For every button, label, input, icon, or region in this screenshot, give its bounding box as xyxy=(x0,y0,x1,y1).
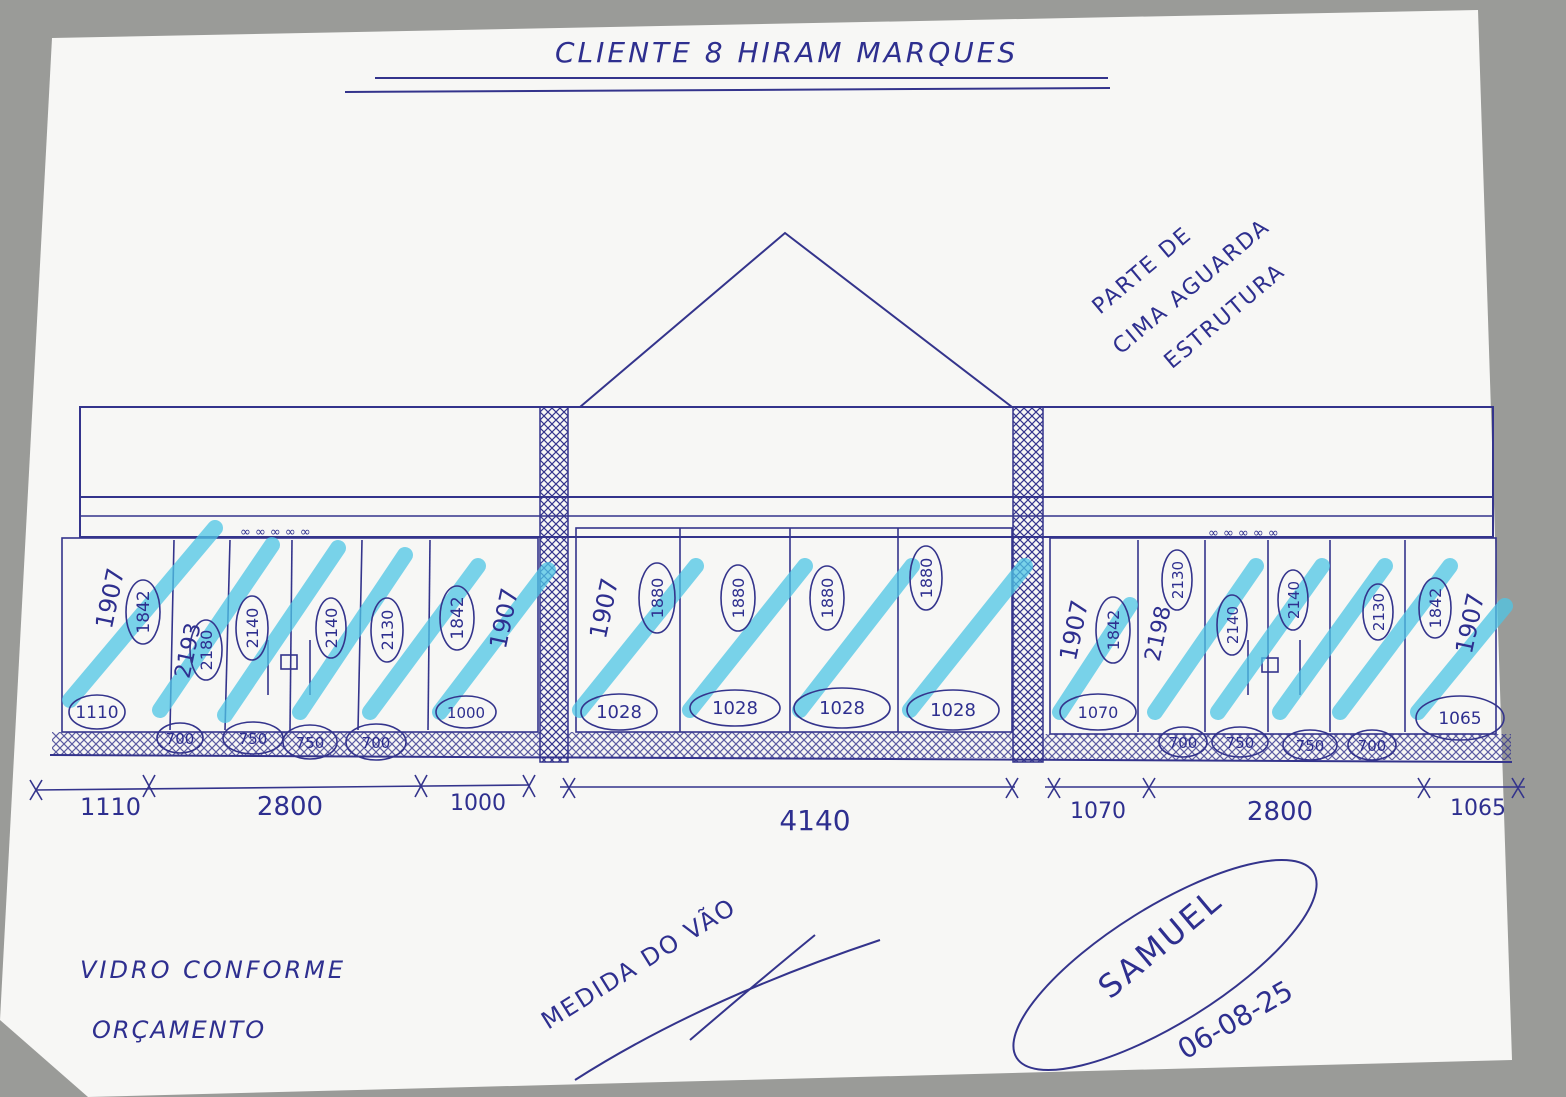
panel-height-label: 2140 xyxy=(1224,606,1242,644)
dimension-label: 1065 xyxy=(1450,796,1506,821)
center-section-labels: 1907 1880 1880 1880 1880 1028 1028 1028 … xyxy=(580,545,1000,731)
panel-width-label: 1110 xyxy=(75,703,118,723)
roof-pediment xyxy=(579,231,1013,408)
panel-width-label: 1028 xyxy=(819,698,865,719)
panel-height-label: 2140 xyxy=(322,608,341,649)
dimension-label: 1110 xyxy=(80,793,141,821)
track-rollers-right: ∞ ∞ ∞ ∞ ∞ xyxy=(1208,526,1279,541)
panel-height-label: 2140 xyxy=(1285,581,1303,619)
panel-width-label: 750 xyxy=(1296,737,1325,755)
dimension-label: 4140 xyxy=(779,804,850,837)
panel-height-label: 1842 xyxy=(448,596,468,639)
panel-width-label: 700 xyxy=(1169,734,1198,752)
dimension-label: 2800 xyxy=(1247,797,1313,827)
panel-height-label: 1880 xyxy=(917,558,936,599)
sill-center xyxy=(568,732,1013,758)
title-underline-2 xyxy=(344,87,1111,93)
panel-height-label: 1880 xyxy=(648,578,667,619)
drawing-title: CLIENTE 8 HIRAM MARQUES xyxy=(555,36,1018,69)
dimension-label: 2800 xyxy=(257,792,323,822)
dimension-label: 1070 xyxy=(1070,799,1126,824)
panel-height-label: 2130 xyxy=(378,610,397,651)
panel-height-label: 1842 xyxy=(1426,588,1445,629)
panel-height-label: 2180 xyxy=(197,630,216,671)
panel-width-label: 1000 xyxy=(447,704,485,722)
panel-height-label: 2140 xyxy=(243,608,262,649)
panel-height-label: 1842 xyxy=(134,590,154,633)
note-glass-line1: VIDRO CONFORME xyxy=(80,956,346,984)
facade-header xyxy=(79,406,1494,538)
panel-width-label: 750 xyxy=(1226,734,1255,752)
panel-height-label: 1842 xyxy=(1104,610,1123,651)
panel-height-label: 2130 xyxy=(1169,561,1187,599)
panel-width-label: 700 xyxy=(362,734,391,752)
paper-sheet xyxy=(0,10,1512,1097)
dimension-line xyxy=(29,774,1525,801)
panel-width-label: 1065 xyxy=(1438,709,1481,729)
panel-height-label: 2130 xyxy=(1370,593,1388,631)
panel-width-label: 700 xyxy=(166,730,195,748)
panel-width-label: 750 xyxy=(296,734,325,752)
center-scribble xyxy=(574,934,881,1081)
panel-width-label: 1028 xyxy=(712,698,758,719)
track-rollers-left: ∞ ∞ ∞ ∞ ∞ xyxy=(240,525,311,540)
sill-left xyxy=(52,732,540,756)
panel-width-label: 1028 xyxy=(596,702,642,723)
note-glass-line2: ORÇAMENTO xyxy=(92,1016,266,1044)
panel-width-label: 700 xyxy=(1358,737,1387,755)
dimension-label: 1000 xyxy=(450,791,506,816)
glass-highlights xyxy=(62,520,1513,723)
sill-right xyxy=(1043,734,1511,760)
center-glass-section xyxy=(575,527,1013,733)
panel-height-label: 1880 xyxy=(818,578,837,619)
panel-width-label: 1028 xyxy=(930,700,976,721)
panel-height-label: 1880 xyxy=(729,578,748,619)
panel-width-label: 750 xyxy=(239,730,268,748)
signature-loop xyxy=(1012,859,1318,1071)
panel-width-label: 1070 xyxy=(1078,703,1119,722)
left-section-labels: 1907 2193 1907 1842 2180 2140 2140 2130 … xyxy=(68,566,524,761)
